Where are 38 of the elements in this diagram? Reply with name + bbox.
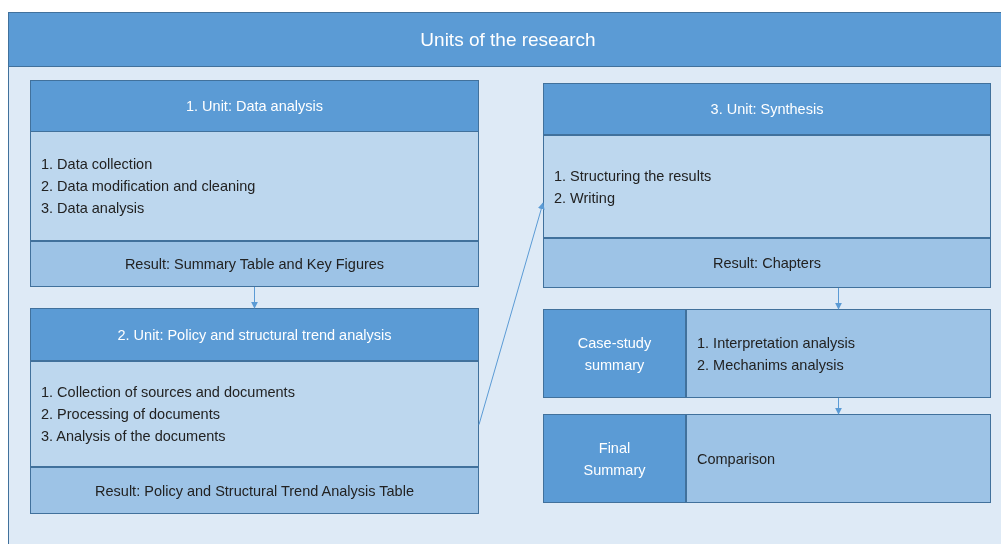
list-item: 1. Interpretation analysis [697, 333, 856, 353]
result-box [30, 241, 479, 287]
header-box [543, 309, 686, 398]
list-item: 2. Data modification and cleaning [41, 177, 257, 196]
list-item: 2. Processing of documents [41, 405, 221, 424]
box-label: Result: Chapters [713, 254, 821, 273]
arrow [835, 397, 842, 415]
list-item: 3. Analysis of the documents [41, 427, 227, 446]
list-item: 1. Data collection [41, 155, 154, 174]
box-label: Units of the research [9, 13, 1001, 67]
box-label: Case-study summary [576, 333, 653, 375]
detail-box [686, 414, 991, 503]
box-label: 1. Unit: Data analysis [186, 97, 323, 116]
box-label: Result: Policy and Structural Trend Analysis Table [95, 481, 414, 501]
list-item: 2. Mechanims analysis [697, 355, 845, 375]
list-item: 1. Structuring the results [554, 166, 713, 186]
arrow [835, 287, 842, 310]
box-label: Final Summary [582, 438, 647, 480]
result-box [30, 467, 479, 514]
header-box [543, 414, 686, 503]
arrow [251, 286, 258, 309]
diagram-frame [8, 12, 1001, 544]
box-label: 3. Unit: Synthesis [710, 100, 824, 119]
header-box [30, 80, 479, 132]
list-item: Comparison [697, 449, 777, 469]
header-box [543, 83, 991, 135]
result-box [543, 238, 991, 288]
box-label: Result: Summary Table and Key Figures [124, 255, 385, 274]
detail-box [686, 309, 991, 398]
arrow [478, 202, 545, 426]
list-item: 2. Writing [554, 188, 616, 208]
box-label: 2. Unit: Policy and structural trend analysis [117, 325, 392, 345]
task-list-box [543, 135, 991, 238]
task-list-box [30, 361, 479, 467]
header-box [30, 308, 479, 361]
list-item: 1. Collection of sources and documents [41, 383, 296, 402]
list-item: 3. Data analysis [41, 199, 146, 218]
task-list-box [30, 131, 479, 241]
